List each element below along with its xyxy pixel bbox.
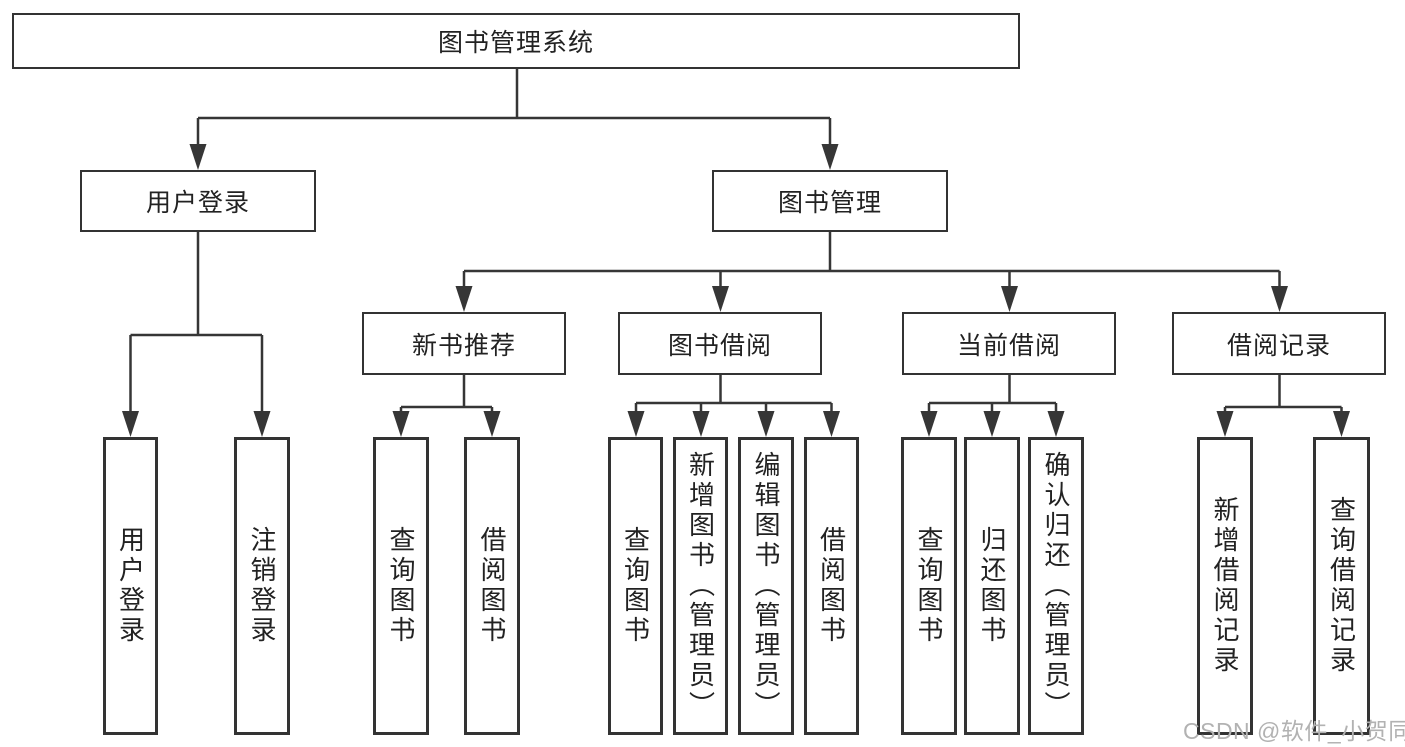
leaf-user-login: 用户登录: [103, 437, 158, 735]
node-library-management-system: 图书管理系统: [12, 13, 1020, 69]
csdn-watermark: CSDN @软件_小贺同学: [1183, 718, 1405, 744]
node-book-borrowing: 图书借阅: [618, 312, 822, 375]
leaf-borrow-borrow-book: 借阅图书: [804, 437, 859, 735]
leaf-current-query-book: 查询图书: [901, 437, 957, 735]
arrowheads: [122, 144, 1350, 437]
leaf-borrow-query-book: 查询图书: [608, 437, 663, 735]
node-book-management: 图书管理: [712, 170, 948, 232]
node-new-book-recommend: 新书推荐: [362, 312, 566, 375]
node-borrowing-records: 借阅记录: [1172, 312, 1386, 375]
node-user-login: 用户登录: [80, 170, 316, 232]
leaf-logout: 注销登录: [234, 437, 290, 735]
leaf-current-return-book: 归还图书: [964, 437, 1020, 735]
leaf-borrow-edit-book-admin: 编辑图书（管理员）: [738, 437, 794, 735]
leaf-borrow-add-book-admin: 新增图书（管理员）: [673, 437, 728, 735]
leaf-recommend-query-book: 查询图书: [373, 437, 429, 735]
leaf-records-add-record: 新增借阅记录: [1197, 437, 1253, 735]
leaf-records-query-record: 查询借阅记录: [1313, 437, 1370, 735]
node-current-borrowing: 当前借阅: [902, 312, 1116, 375]
leaf-recommend-borrow-book: 借阅图书: [464, 437, 520, 735]
leaf-current-confirm-return-admin: 确认归还（管理员）: [1028, 437, 1084, 735]
